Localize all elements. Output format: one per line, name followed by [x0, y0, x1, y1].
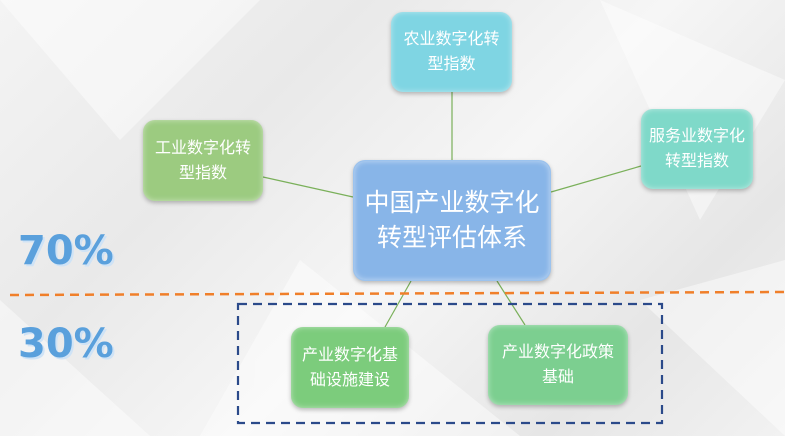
- policy-node-label: 产业数字化政策基础: [501, 342, 614, 386]
- industry-node-label: 工业数字化转型指数: [154, 137, 251, 182]
- connector-industry: [262, 176, 354, 198]
- upper-weight-label: 70%: [18, 228, 114, 274]
- lower-weight-label: 30%: [18, 321, 114, 367]
- connector-service: [550, 165, 642, 193]
- infrastructure-node: 产业数字化基础设施建设: [291, 327, 409, 408]
- service-node: 服务业数字化转型指数: [641, 109, 753, 189]
- connector-infrastructure: [384, 280, 412, 328]
- agriculture-node: 农业数字化转型指数: [391, 12, 512, 92]
- infrastructure-node-label: 产业数字化基础设施建设: [301, 344, 398, 389]
- agriculture-node-label: 农业数字化转型指数: [403, 29, 500, 73]
- lower-group-border: [236, 302, 664, 425]
- divider-line: [9, 290, 785, 297]
- policy-node: 产业数字化政策基础: [488, 325, 628, 405]
- service-node-label: 服务业数字化转型指数: [649, 126, 746, 170]
- center-node-label: 中国产业数字化转型评估体系: [364, 188, 540, 252]
- industry-node: 工业数字化转型指数: [143, 120, 263, 201]
- center-node: 中国产业数字化转型评估体系: [353, 160, 551, 281]
